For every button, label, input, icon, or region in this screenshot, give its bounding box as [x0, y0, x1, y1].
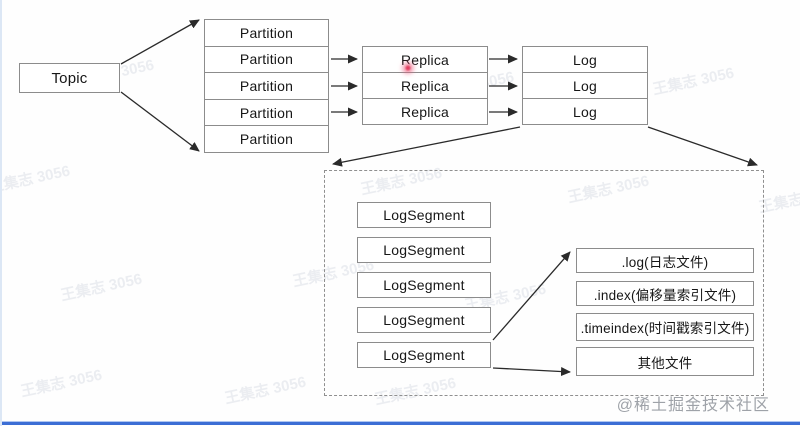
file-box-other: 其他文件 — [576, 347, 754, 376]
file-box-log: .log(日志文件) — [576, 248, 754, 273]
log-box: Log — [573, 51, 597, 68]
bottom-accent-bar — [2, 422, 800, 425]
log-segment-box: LogSegment — [357, 237, 491, 263]
partition-box: Partition — [205, 125, 328, 152]
watermark-text: 王集志 3056 — [651, 64, 736, 99]
log-stack: Log Log Log — [522, 46, 648, 125]
arrow-topic-to-partition-bottom — [120, 91, 200, 152]
arrow-topic-to-partition-top — [120, 19, 200, 65]
laser-pointer-dot — [404, 64, 412, 72]
partition-box: Partition — [205, 98, 328, 126]
watermark-text: 王集志 3056 — [19, 366, 104, 401]
log-segment-box: LogSegment — [357, 202, 491, 228]
file-box-timeindex: .timeindex(时间戳索引文件) — [576, 313, 754, 341]
site-credit: @稀土掘金技术社区 — [616, 397, 770, 414]
log-detail-dashed-container — [324, 170, 764, 396]
arrow-log-to-dashed-left — [332, 126, 521, 167]
watermark-text: 王集志 3056 — [59, 270, 144, 305]
partition-box: Partition — [239, 24, 294, 41]
partition-box: Partition — [205, 72, 328, 99]
replica-box: Replica — [363, 72, 487, 98]
log-segment-box: LogSegment — [357, 307, 491, 333]
log-box: Log — [523, 72, 647, 98]
arrow-log-to-dashed-right — [647, 126, 758, 167]
log-segment-box: LogSegment — [357, 342, 491, 368]
log-segment-box: LogSegment — [357, 272, 491, 298]
replica-box: Replica — [363, 98, 487, 124]
partition-stack: Partition Partition Partition Partition … — [204, 19, 329, 153]
file-box-index: .index(偏移量索引文件) — [576, 281, 754, 306]
replica-box: Replica — [400, 51, 450, 68]
log-box: Log — [523, 98, 647, 124]
partition-box: Partition — [205, 45, 328, 73]
topic-box: Topic — [19, 63, 120, 93]
replica-stack: Replica Replica Replica — [362, 46, 488, 125]
watermark-text: 王集志 3056 — [0, 162, 72, 197]
watermark-text: 王集志 3056 — [223, 373, 308, 408]
